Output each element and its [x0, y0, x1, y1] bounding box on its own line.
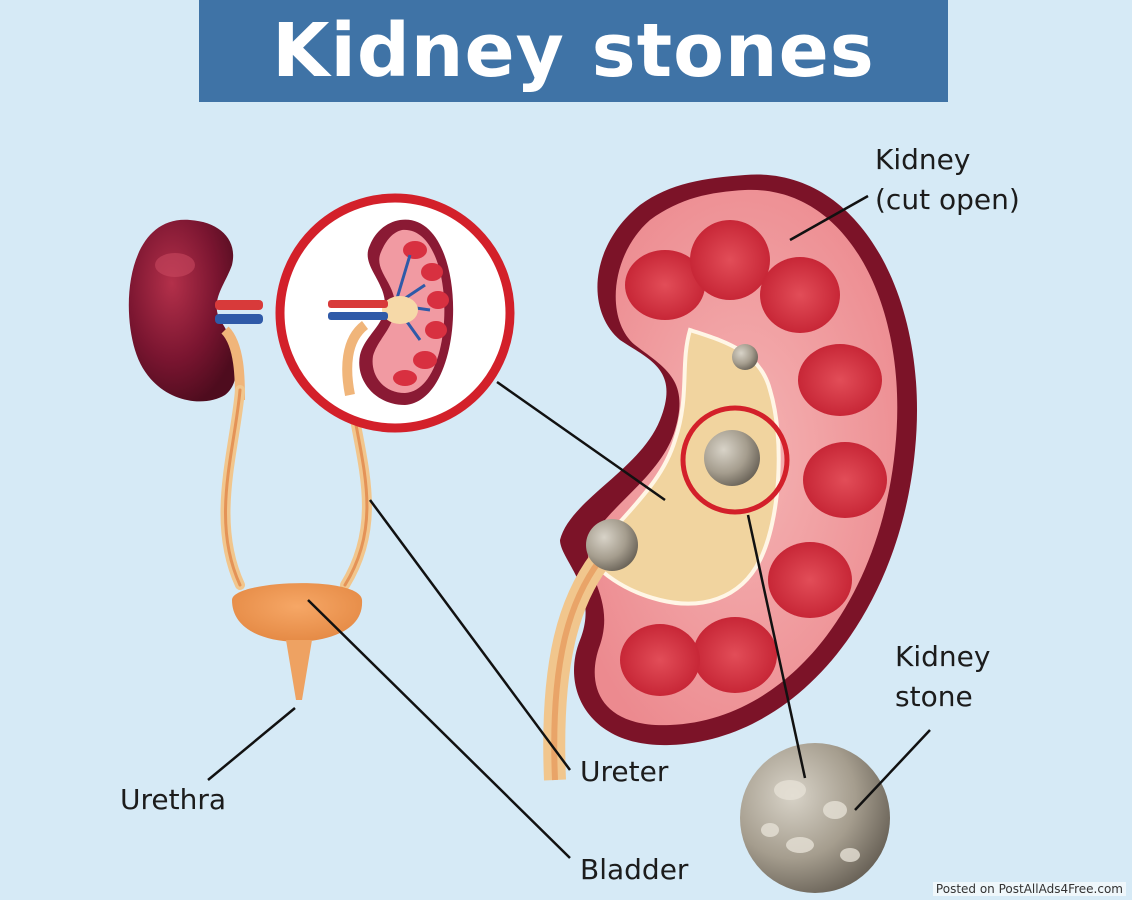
title-banner: Kidney stones: [199, 0, 948, 102]
label-urethra: Urethra: [120, 783, 227, 816]
label-bladder: Bladder: [580, 853, 689, 886]
label-kidney-cut-open: Kidney (cut open): [875, 143, 1020, 216]
kidney-stone-closeup: [740, 743, 890, 893]
page-title: Kidney stones: [272, 8, 875, 94]
label-kidney-stone: Kidney stone: [895, 640, 991, 713]
footer-credit: Posted on PostAllAds4Free.com: [932, 882, 1126, 896]
label-ureter: Ureter: [580, 755, 669, 788]
magnified-kidney-circle: [275, 193, 515, 433]
bladder: [232, 583, 363, 700]
leader-lines: [207, 194, 931, 859]
large-kidney-cut-open: [543, 174, 918, 781]
left-kidney: [128, 219, 263, 402]
